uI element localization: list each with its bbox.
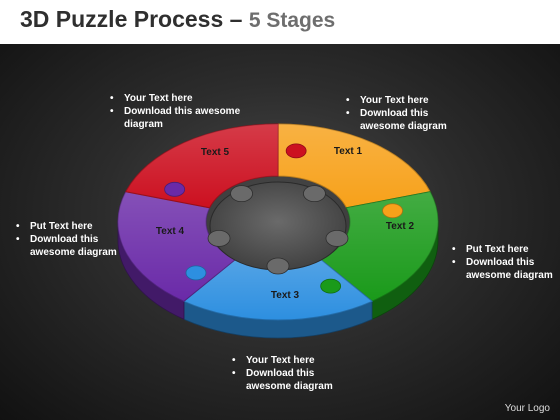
slide-title: 3D Puzzle Process – 5 Stages (20, 6, 335, 33)
puzzle-piece-shine (278, 124, 431, 208)
puzzle-knob (185, 265, 207, 281)
puzzle-piece-shine (320, 191, 438, 302)
callout-left: Put Text here Download this awesome diag… (14, 220, 144, 259)
title-separator: – (223, 6, 249, 32)
callout-line: Download this awesome diagram (108, 105, 248, 131)
callout-line: Download this awesome diagram (450, 256, 556, 282)
center-knob (207, 229, 231, 247)
callout-line: Put Text here (450, 243, 556, 256)
logo-text: Your Logo (504, 403, 550, 414)
callout-line: Put Text here (14, 220, 144, 233)
puzzle-knob (164, 181, 186, 197)
ring-pieces (117, 123, 439, 321)
callout-right: Put Text here Download this awesome diag… (450, 243, 556, 282)
callout-top-right: Your Text here Download this awesome dia… (344, 94, 474, 133)
piece-label-4: Text 4 (156, 226, 185, 237)
puzzle-ring-diagram: Text 1 Text 2 Text 3 Text 4 Text 5 (117, 123, 439, 339)
title-main: 3D Puzzle Process (20, 6, 224, 32)
diagram-stage: Text 1 Text 2 Text 3 Text 4 Text 5 Your Text… (0, 44, 560, 420)
callout-line: Your Text here (344, 94, 474, 107)
callout-bottom: Your Text here Download this awesome dia… (230, 354, 360, 393)
callout-line: Download this awesome diagram (230, 367, 360, 393)
callout-top-left: Your Text here Download this awesome dia… (108, 92, 248, 131)
puzzle-knob (382, 203, 403, 219)
callout-line: Your Text here (230, 354, 360, 367)
title-subtitle: 5 Stages (248, 9, 336, 32)
piece-label-2: Text 2 (386, 221, 415, 232)
puzzle-knob (285, 143, 307, 159)
piece-labels: Text 1 Text 2 Text 3 Text 4 Text 5 (156, 146, 415, 301)
callout-line: Your Text here (108, 92, 248, 105)
puzzle-knob (320, 278, 342, 294)
piece-label-5: Text 5 (201, 147, 230, 158)
center-knob (325, 229, 349, 247)
callout-line: Download this awesome diagram (14, 233, 144, 259)
center-knob (230, 185, 253, 203)
center-knob (303, 185, 326, 203)
puzzle-piece-shine (183, 259, 373, 320)
title-bar: 3D Puzzle Process – 5 Stages (0, 0, 560, 44)
piece-label-3: Text 3 (271, 290, 300, 301)
center-knob (266, 257, 290, 275)
center-knobs (207, 185, 349, 275)
puzzle-piece-shine (125, 124, 278, 208)
piece-label-1: Text 1 (334, 146, 363, 157)
callout-line: Download this awesome diagram (344, 107, 474, 133)
